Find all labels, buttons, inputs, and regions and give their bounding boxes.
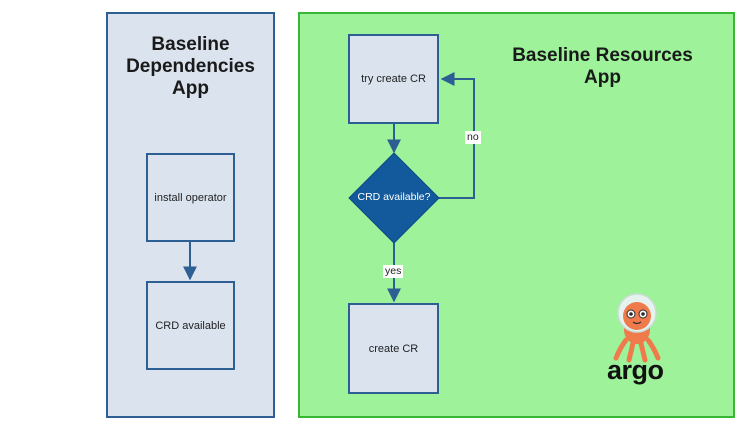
create-cr-step: create CR [348, 303, 439, 394]
yes-edge-label: yes [383, 265, 404, 278]
install-operator-step: install operator [146, 153, 235, 242]
try-create-cr-step: try create CR [348, 34, 439, 124]
baseline-resources-title: Baseline Resources App [512, 45, 693, 88]
crd-available-step: CRD available [146, 281, 235, 370]
baseline-dependencies-title: Baseline Dependencies App [126, 34, 255, 99]
crd-available-decision [348, 152, 440, 244]
argo-mascot-icon [613, 293, 661, 363]
decision-label: CRD available? [357, 191, 431, 203]
argo-wordmark: argo [607, 355, 664, 385]
no-edge-label: no [465, 131, 481, 144]
